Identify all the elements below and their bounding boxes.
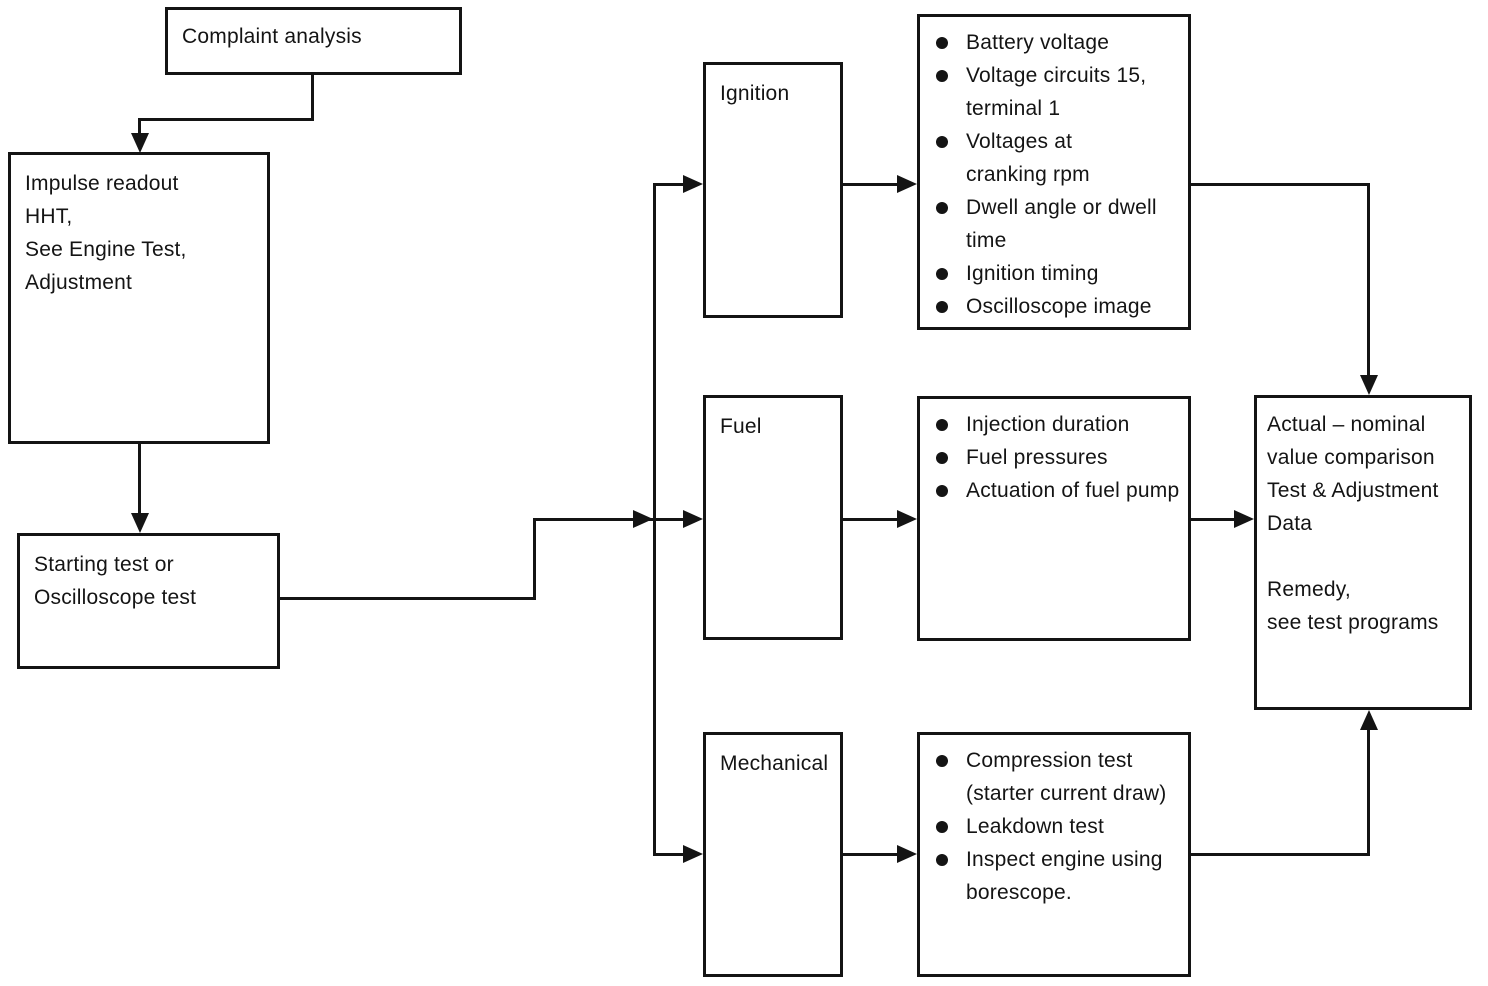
connector-starting-seg3 (533, 518, 685, 521)
connector-trunk (653, 183, 656, 855)
arrowhead-into-ignition (683, 175, 703, 193)
connector-ignition-result-seg1 (1191, 183, 1370, 186)
node-fuel-label: Fuel (720, 415, 762, 438)
connector-mechanical-checks (843, 853, 899, 856)
connector-fuel-result (1191, 518, 1234, 521)
arrowhead-into-fuel-checks (897, 510, 917, 528)
connector-impulse-starting (138, 444, 141, 516)
node-ignition: Ignition (703, 62, 843, 318)
bullet-icon (936, 301, 948, 313)
bullet-icon (936, 419, 948, 431)
check-item: Voltage circuits 15, terminal 1 (933, 59, 1180, 125)
node-fuel-checks: Injection duration Fuel pressures Actuat… (917, 396, 1191, 641)
connector-trunk-mechanical (653, 853, 685, 856)
node-mechanical-checks: Compression test (starter current draw) … (917, 732, 1191, 977)
node-impulse-readout: Impulse readout HHT, See Engine Test, Ad… (8, 152, 270, 444)
connector-fuel-checks (843, 518, 899, 521)
arrowhead-into-starting (131, 513, 149, 533)
node-mechanical-label: Mechanical (720, 752, 829, 775)
connector-ignition-checks (843, 183, 899, 186)
connector-mechanical-result-seg1 (1191, 853, 1370, 856)
ignition-check-list: Battery voltage Voltage circuits 15, ter… (920, 17, 1188, 331)
bullet-icon (936, 485, 948, 497)
check-item: Oscilloscope image (933, 290, 1180, 323)
node-fuel: Fuel (703, 395, 843, 640)
connector-complaint-impulse-seg1 (311, 75, 314, 121)
node-starting-test-label: Starting test or Oscilloscope test (34, 553, 197, 609)
check-item: Battery voltage (933, 26, 1180, 59)
check-item: Voltages at cranking rpm (933, 125, 1180, 191)
arrowhead-into-mechanical-checks (897, 845, 917, 863)
connector-ignition-result-seg2 (1367, 183, 1370, 377)
check-item: Dwell angle or dwell time (933, 191, 1180, 257)
node-result-comparison-label: Actual – nominal value comparison Test &… (1267, 413, 1439, 634)
connector-mechanical-result-seg2 (1367, 728, 1370, 856)
node-ignition-label: Ignition (720, 82, 790, 105)
arrowhead-into-trunk (633, 510, 653, 528)
check-item: Injection duration (933, 408, 1180, 441)
node-complaint-analysis-label: Complaint analysis (182, 25, 362, 48)
check-item: Ignition timing (933, 257, 1180, 290)
arrowhead-into-fuel (683, 510, 703, 528)
arrowhead-into-result-top (1360, 375, 1378, 395)
arrowhead-into-mechanical (683, 845, 703, 863)
arrowhead-into-result-left (1234, 510, 1254, 528)
node-starting-test: Starting test or Oscilloscope test (17, 533, 280, 669)
check-item: Fuel pressures (933, 441, 1180, 474)
connector-complaint-impulse-seg3 (138, 118, 141, 136)
arrowhead-into-ignition-checks (897, 175, 917, 193)
connector-starting-seg1 (280, 597, 536, 600)
check-item: Inspect engine using borescope. (933, 843, 1180, 909)
check-item: Compression test (starter current draw) (933, 744, 1180, 810)
node-mechanical: Mechanical (703, 732, 843, 977)
bullet-icon (936, 37, 948, 49)
connector-starting-seg2 (533, 518, 536, 600)
bullet-icon (936, 755, 948, 767)
bullet-icon (936, 268, 948, 280)
bullet-icon (936, 136, 948, 148)
fuel-check-list: Injection duration Fuel pressures Actuat… (920, 399, 1188, 515)
bullet-icon (936, 854, 948, 866)
bullet-icon (936, 821, 948, 833)
node-complaint-analysis: Complaint analysis (165, 7, 462, 75)
connector-trunk-ignition (653, 183, 685, 186)
check-item: Leakdown test (933, 810, 1180, 843)
node-impulse-readout-label: Impulse readout HHT, See Engine Test, Ad… (25, 172, 187, 294)
node-ignition-checks: Battery voltage Voltage circuits 15, ter… (917, 14, 1191, 330)
arrowhead-into-result-bottom (1360, 710, 1378, 730)
bullet-icon (936, 202, 948, 214)
bullet-icon (936, 452, 948, 464)
node-result-comparison: Actual – nominal value comparison Test &… (1254, 395, 1472, 710)
bullet-icon (936, 70, 948, 82)
mechanical-check-list: Compression test (starter current draw) … (920, 735, 1188, 917)
arrowhead-into-impulse (131, 133, 149, 153)
check-item: Actuation of fuel pump (933, 474, 1180, 507)
connector-complaint-impulse-seg2 (138, 118, 314, 121)
